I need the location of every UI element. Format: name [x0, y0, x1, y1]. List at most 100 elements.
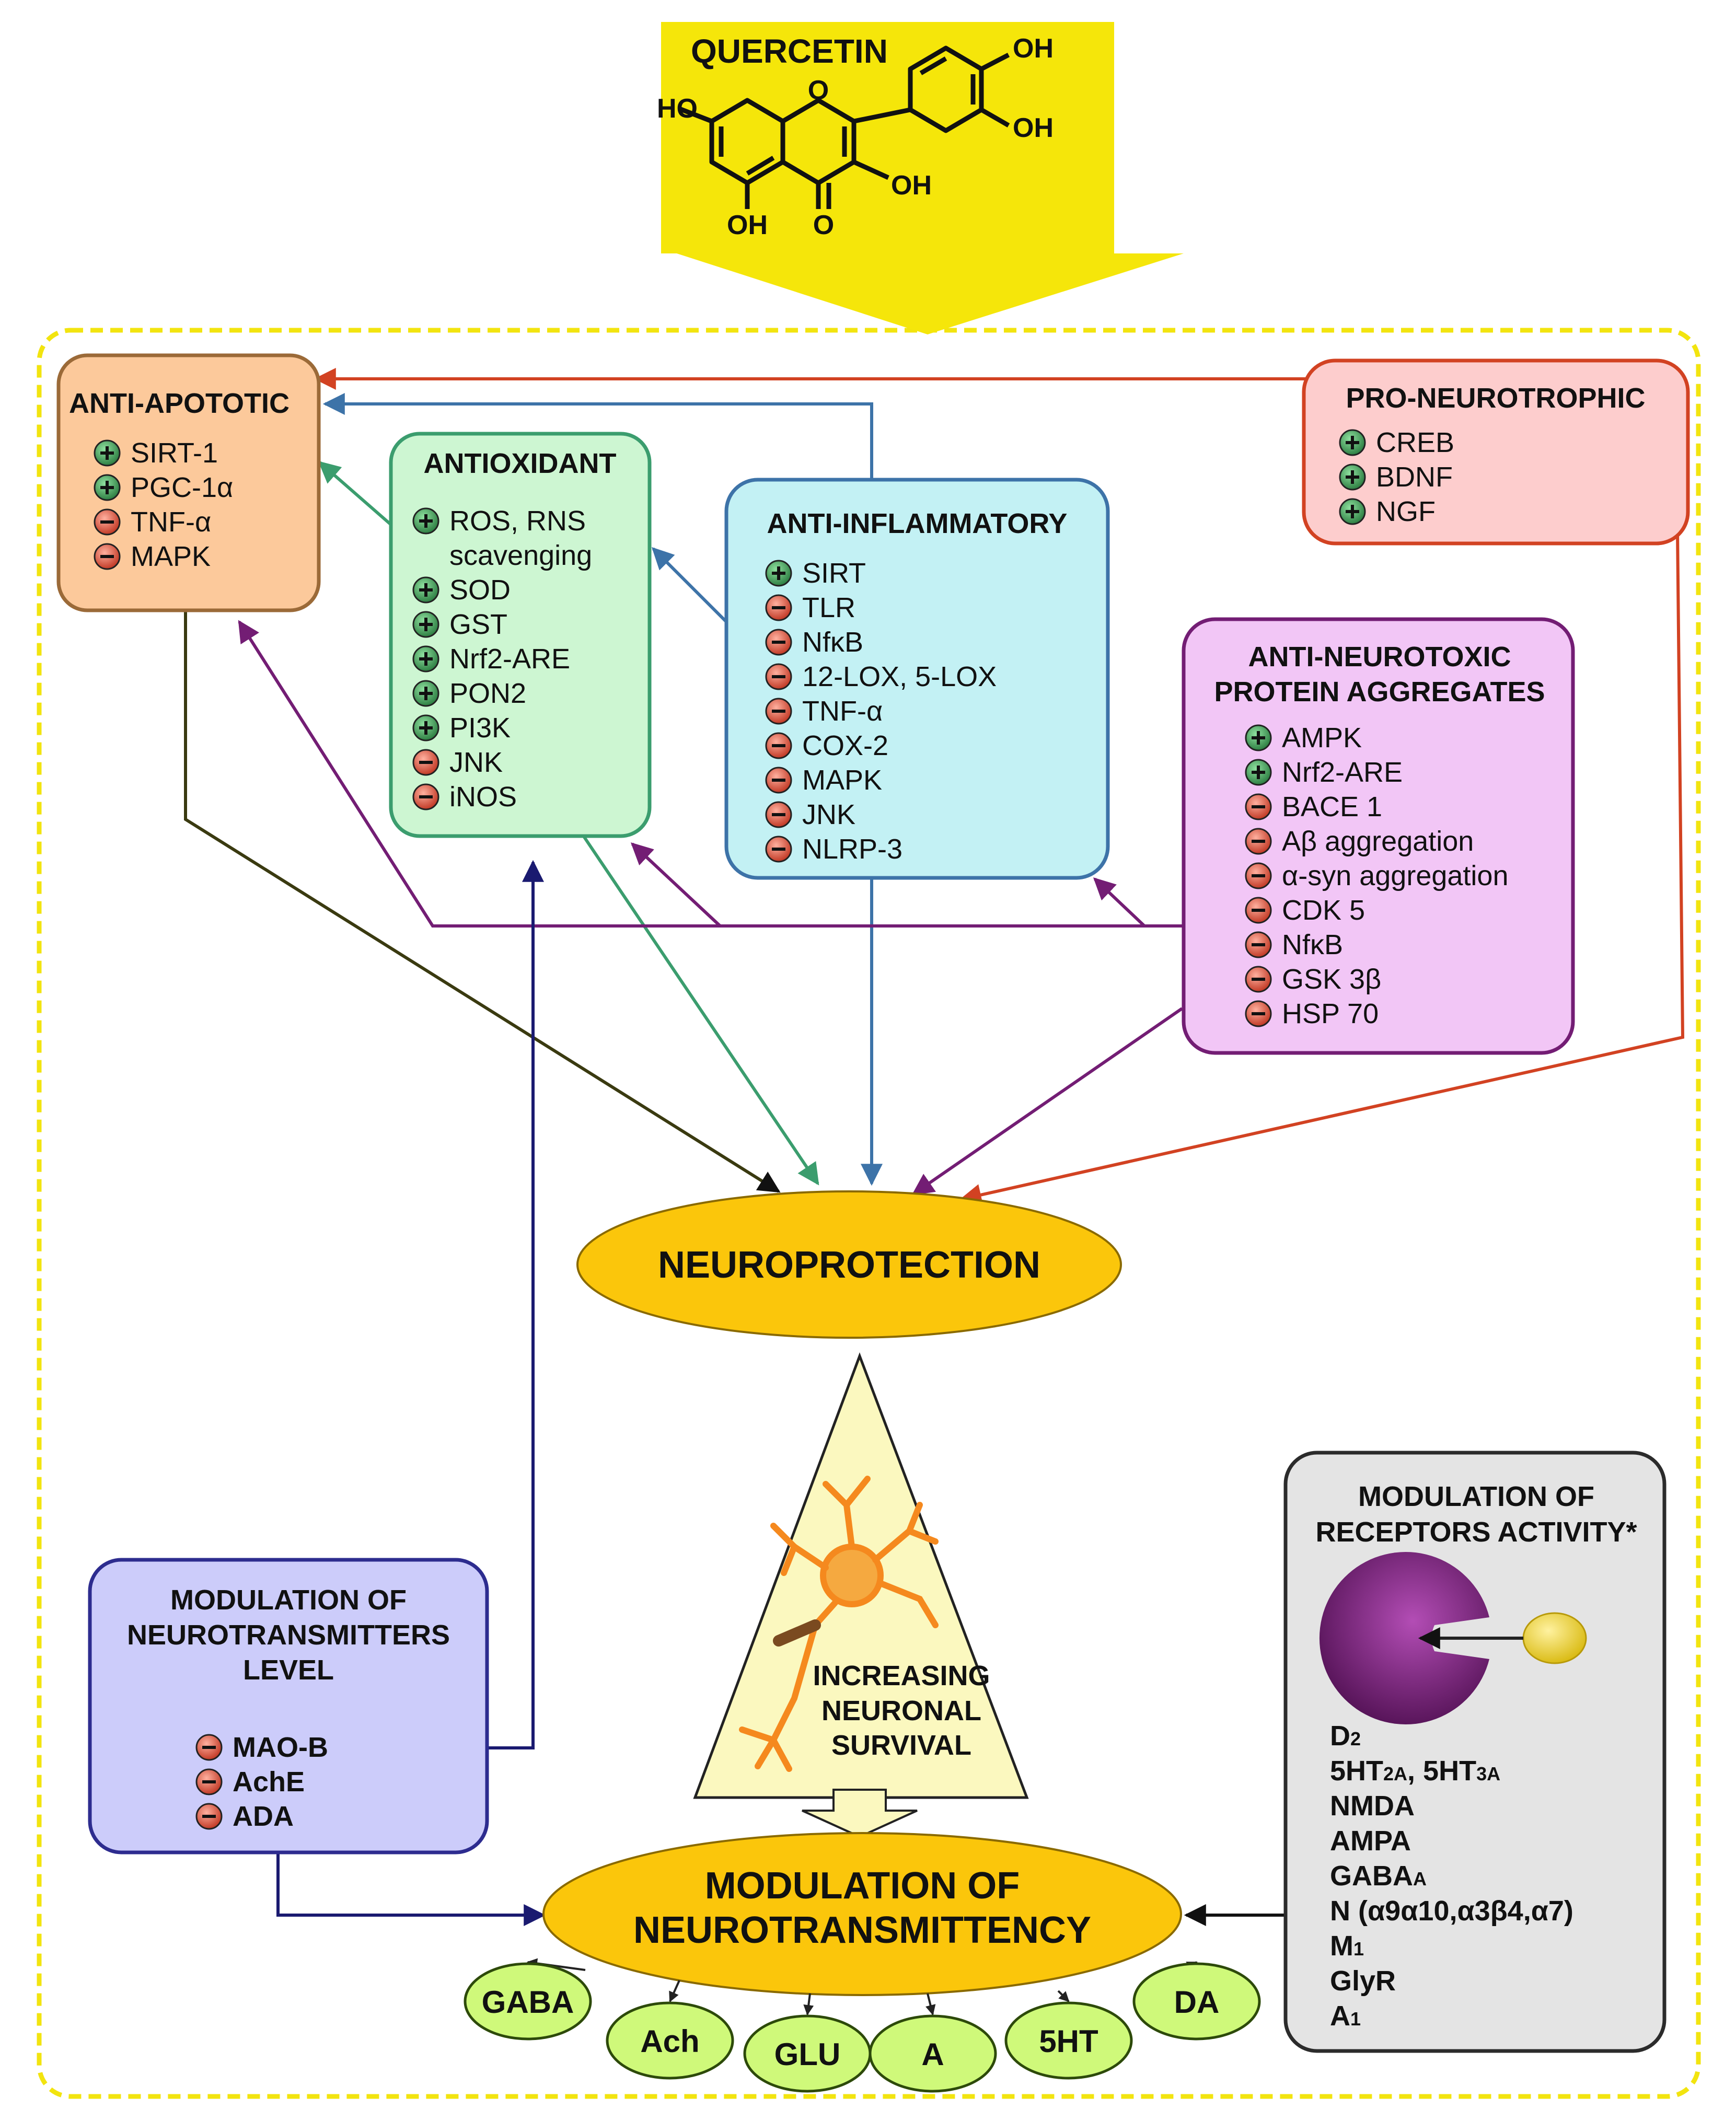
arrow-antiapoptotic-to-neuroprotection	[184, 609, 781, 1193]
item-label: Nrf2-ARE	[449, 643, 570, 675]
minus-icon	[765, 698, 792, 725]
item-label: NLRP-3	[802, 833, 902, 865]
minus-icon	[1245, 897, 1272, 924]
receptors-box: MODULATION OF RECEPTORS ACTIVITY* D25HT2…	[1283, 1451, 1666, 2053]
transmitter-arrow	[803, 1993, 814, 2015]
transmitter-label: GLU	[774, 2037, 841, 2072]
item-label: COX-2	[802, 730, 888, 761]
plus-icon	[1339, 498, 1366, 525]
antioxidant-box: ANTIOXIDANT ROS, RNSscavengingSODGSTNrf2…	[389, 432, 652, 838]
list-item: Aβ aggregation	[1245, 826, 1474, 857]
survival-line-3: SURVIVAL	[831, 1730, 971, 1761]
neurotransmitters-level-box: MODULATION OF NEUROTRANSMITTERS LEVEL MA…	[88, 1558, 489, 1855]
list-item: JNK	[412, 747, 503, 778]
list-item: ADA	[195, 1801, 294, 1832]
neurotransmittency-line-2: NEUROTRANSMITTENCY	[633, 1909, 1091, 1951]
minus-icon	[412, 783, 439, 810]
plus-icon	[412, 680, 439, 707]
receptor-item: AMPA	[1330, 1825, 1411, 1857]
item-label: HSP 70	[1282, 998, 1379, 1029]
minus-icon	[94, 543, 121, 570]
item-label: α-syn aggregation	[1282, 860, 1508, 891]
receptor-item: NMDA	[1330, 1790, 1415, 1822]
transmitter-label: A	[921, 2037, 944, 2072]
minus-icon	[765, 801, 792, 828]
anti-neurotoxic-title-2: PROTEIN AGGREGATES	[1214, 676, 1545, 708]
survival-line-1: INCREASING	[813, 1660, 990, 1691]
quercetin-arrow	[661, 22, 1184, 334]
arrow-antineurotoxic-to-antiinflam	[1093, 877, 1146, 928]
survival-down-arrow	[802, 1789, 918, 1838]
item-label: 12-LOX, 5-LOX	[802, 661, 997, 692]
plus-icon	[1245, 759, 1272, 786]
list-item: PGC-1α	[94, 472, 233, 503]
item-label: TNF-α	[802, 696, 883, 727]
item-label: BACE 1	[1282, 791, 1382, 822]
item-label: MAPK	[131, 541, 211, 572]
plus-icon	[412, 714, 439, 741]
pro-neurotrophic-title: PRO-NEUROTROPHIC	[1346, 383, 1645, 414]
anti-apoptotic-title: ANTI-APOTOTIC	[69, 388, 290, 419]
item-label: AchE	[233, 1766, 305, 1798]
transmitter-label: DA	[1174, 1985, 1220, 2020]
anti-inflammatory-title: ANTI-INFLAMMATORY	[767, 508, 1068, 539]
plus-icon	[412, 507, 439, 535]
transmitter-arrow	[1057, 1990, 1070, 2002]
item-label: ADA	[233, 1801, 294, 1832]
minus-icon	[765, 836, 792, 863]
list-item: NGF	[1339, 496, 1436, 527]
receptor-icon	[1319, 1552, 1489, 1724]
quercetin-oh-right: OH	[1013, 113, 1054, 143]
quercetin-ho-left: HO	[657, 94, 698, 124]
item-label: SIRT-1	[131, 437, 218, 469]
arrow-antiinflam-to-antiapoptotic	[322, 393, 873, 478]
quercetin-o-ring: O	[808, 75, 829, 106]
transmitter-label: Ach	[640, 2024, 699, 2059]
list-item: NfκB	[1245, 929, 1343, 960]
neurotransmittency-line-1: MODULATION OF	[705, 1865, 1020, 1907]
survival-triangle: INCREASING NEURONAL SURVIVAL	[693, 1352, 1029, 1838]
minus-icon	[94, 508, 121, 536]
item-label: Aβ aggregation	[1282, 826, 1474, 857]
list-item: CREB	[1339, 427, 1454, 458]
arrow-ntlevel-to-neurotransmittency	[276, 1852, 546, 1926]
item-label: MAO-B	[233, 1732, 328, 1763]
list-item: JNK	[765, 799, 855, 830]
arrow-antiinflam-to-antioxidant	[652, 547, 728, 623]
list-item: α-syn aggregation	[1245, 860, 1508, 891]
list-item: MAO-B	[195, 1732, 328, 1763]
transmitter-pill: DA	[1132, 1962, 1261, 2041]
item-label: CDK 5	[1282, 895, 1365, 926]
list-item: HSP 70	[1245, 998, 1379, 1029]
quercetin-oh-top-right: OH	[1013, 33, 1054, 64]
list-item: SIRT	[765, 558, 866, 589]
quercetin-structure	[678, 45, 1010, 209]
minus-icon	[1245, 1000, 1272, 1027]
minus-icon	[765, 767, 792, 794]
quercetin-o-carbonyl: O	[813, 210, 834, 240]
item-label-cont: scavenging	[449, 540, 592, 571]
item-label: NfκB	[1282, 929, 1343, 960]
item-label: ROS, RNS	[449, 505, 586, 537]
transmitter-label: 5HT	[1039, 2024, 1098, 2059]
transmitter-pill: A	[869, 2014, 997, 2093]
quercetin-block: QUERCETIN HO O OH OH	[657, 22, 1184, 334]
list-item: iNOS	[412, 781, 517, 813]
receptors-title-2: RECEPTORS ACTIVITY*	[1315, 1516, 1637, 1548]
transmitter-arrow	[669, 1980, 680, 2002]
survival-line-2: NEURONAL	[821, 1695, 981, 1726]
neurotransmittency-node: MODULATION OF NEUROTRANSMITTENCY	[542, 1832, 1182, 1996]
list-item: AchE	[195, 1766, 305, 1798]
receptor-item: GABAA	[1330, 1860, 1427, 1892]
list-item: TNF-α	[94, 506, 211, 538]
anti-neurotoxic-box: ANTI-NEUROTOXIC PROTEIN AGGREGATES AMPK N…	[1182, 617, 1575, 1055]
receptor-item: N (α9α10,α3β4,α7)	[1330, 1895, 1573, 1927]
neuroprotection-node: NEUROPROTECTION	[576, 1190, 1122, 1339]
list-item: AMPK	[1245, 722, 1362, 754]
receptor-item: D2	[1330, 1720, 1361, 1752]
plus-icon	[412, 576, 439, 604]
anti-neurotoxic-title-1: ANTI-NEUROTOXIC	[1248, 641, 1511, 673]
